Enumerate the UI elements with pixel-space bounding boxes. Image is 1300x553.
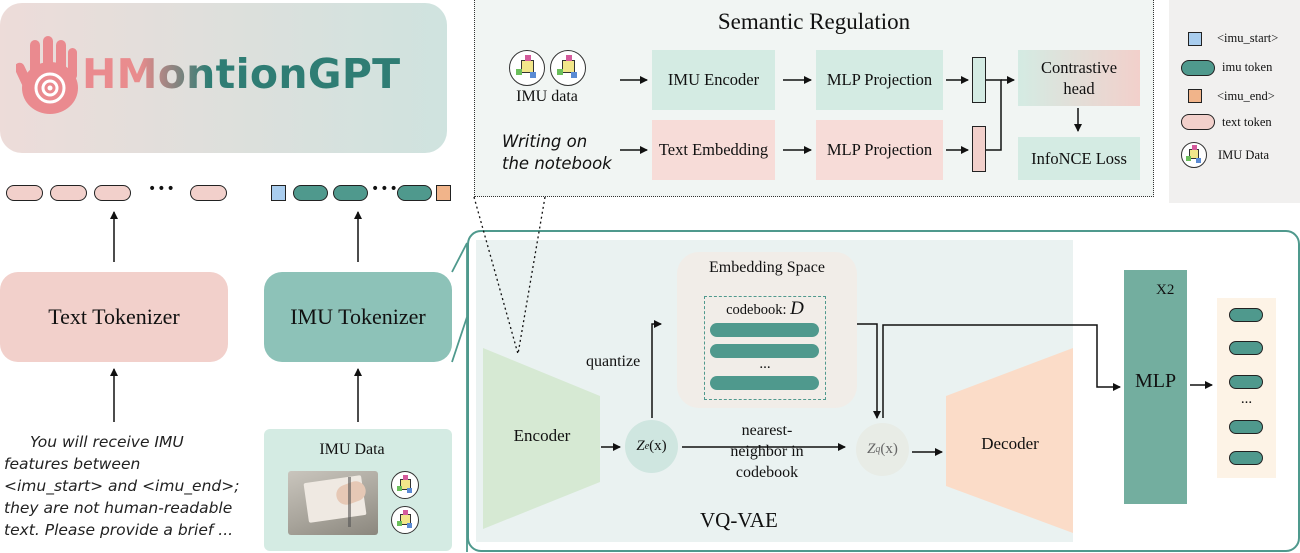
contrastive-head-box: Contrastive head [1018,50,1140,106]
mlp-block [1124,270,1187,504]
prompt-line: they are not human-readable [4,499,233,517]
mlp-projection-box: MLP Projection [816,120,943,180]
nearest-neighbor-label: nearest- neighbor in codebook [712,420,822,483]
imu-end-token [436,185,451,201]
output-token [1229,451,1263,465]
imu-start-token [271,185,286,201]
imu-data-icon [550,50,586,86]
semantic-regulation-title: Semantic Regulation [717,9,911,34]
writing-line: Writing on [502,132,588,151]
legend-text-token-label: text token [1222,115,1272,129]
codebook-label: codebook: D [726,298,804,319]
vqvae-title: VQ-VAE [700,508,778,532]
writing-caption: Writing on the notebook [502,131,612,175]
legend-imu-start-swatch [1188,32,1202,46]
legend-imu-data-icon [1181,142,1207,168]
prompt-line: features between [4,455,141,473]
imu-token [293,185,328,201]
output-ellipsis: ... [1240,391,1253,407]
imu-data-icon [391,471,419,499]
mlp-x2-label: X2 [1156,282,1175,298]
imu-data-label: IMU Data [319,441,385,458]
infonce-loss-box: InfoNCE Loss [1018,137,1140,180]
text-embedding-vector [972,126,986,172]
codebook-box [704,296,826,400]
text-token [94,185,131,201]
ellipsis: ••• [371,181,399,197]
text-token [50,185,87,201]
nearest-line: neighbor in [730,443,804,460]
output-token [1229,341,1263,355]
prompt-text: You will receive IMU features between <i… [4,431,254,541]
imu-embedding-vector [972,57,986,103]
encoder-label: Encoder [513,426,571,445]
imu-encoder-box: IMU Encoder [652,50,775,110]
legend-imu-end-swatch [1188,89,1202,103]
output-token [1229,375,1263,389]
output-token [1229,308,1263,322]
prompt-line: You will receive IMU [30,433,184,451]
imu-data-icon [509,50,545,86]
imu-token [397,185,432,201]
prompt-line: text. Please provide a brief ... [4,521,234,539]
logo-text: HMontionGPT [82,44,400,104]
legend-imu-token-label: imu token [1222,60,1273,74]
legend-imu-token-swatch [1181,60,1215,76]
text-tokenizer: Text Tokenizer [0,272,228,362]
text-embedding-box: Text Embedding [652,120,775,180]
text-token [6,185,43,201]
legend-imu-data-label: IMU Data [1218,148,1270,162]
encoder-block [483,348,600,529]
legend-imu-start-label: <imu_start> [1217,31,1279,45]
codebook-entry [710,323,819,337]
writing-photo [288,471,378,535]
hand-logo-icon [16,36,78,114]
legend-imu-end-label: <imu_end> [1217,89,1275,103]
mlp-projection-box: MLP Projection [816,50,943,110]
imu-tokenizer: IMU Tokenizer [264,272,452,362]
prompt-line: <imu_start> and <imu_end>; [4,477,240,495]
text-token [190,185,227,201]
imu-data-panel: IMU Data [264,429,452,551]
contrastive-head-label: Contrastive head [1040,58,1118,98]
ellipsis: ••• [148,181,176,197]
codebook-entry [710,344,819,358]
codebook-entry [710,376,819,390]
output-token [1229,420,1263,434]
codebook-ellipsis: ... [759,356,771,372]
nearest-line: codebook [735,464,799,481]
embedding-space-label: Embedding Space [709,259,825,276]
legend-text-token-swatch [1181,114,1215,130]
decoder-label: Decoder [981,434,1039,453]
nearest-line: nearest- [741,422,793,439]
imu-token [333,185,368,201]
imu-data-icon [391,506,419,534]
writing-line: the notebook [502,154,612,173]
imu-data-caption: IMU data [516,88,578,105]
quantize-label: quantize [586,353,641,370]
mlp-label: MLP [1134,370,1177,392]
